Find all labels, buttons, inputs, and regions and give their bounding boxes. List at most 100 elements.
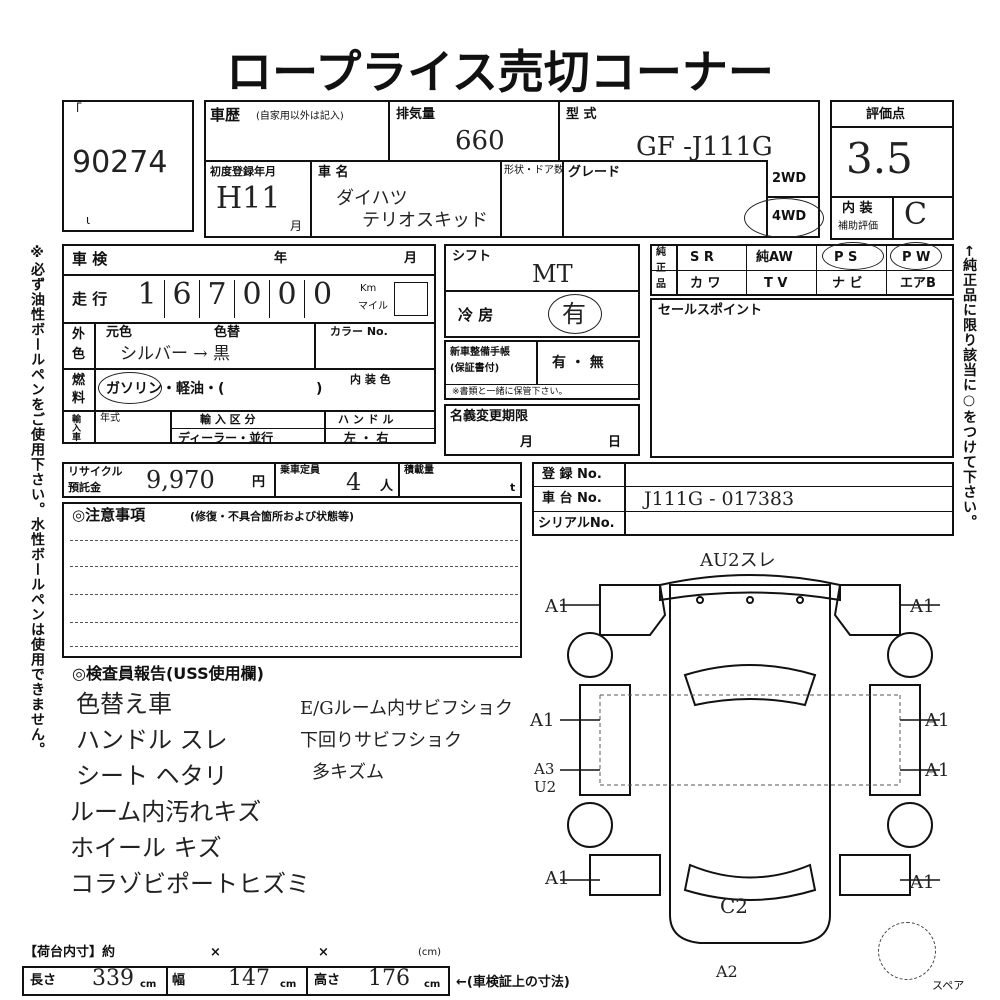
capacity-label: 乗車定員 (280, 465, 320, 476)
cargo-x2: × (318, 945, 329, 960)
import-type-value: ディーラー・並行 (178, 431, 274, 445)
lot-number-box (62, 100, 194, 232)
equipment-side-3: 品 (656, 279, 666, 290)
inspector-note-6: コラゾビポートヒズミ (70, 870, 310, 898)
aircon-circle (548, 294, 602, 334)
mileage-unit-mile: マイル (358, 301, 388, 312)
spare-label: スペア (932, 979, 965, 992)
inspection-label: 車 検 (72, 250, 108, 268)
vehicle-info-block (204, 100, 820, 238)
lot-corner-mark: 「 (68, 103, 82, 119)
ps-circle (822, 242, 884, 270)
cargo-header: 【荷台内寸】約 (24, 945, 116, 960)
width-value: 147 (228, 966, 270, 991)
caution-box (62, 502, 522, 658)
width-unit: cm (280, 979, 297, 990)
maintenance-label-1: 新車整備手帳 (450, 347, 510, 358)
car-name-line2: テリオスキッド (362, 210, 488, 231)
history-note: (自家用以外は記入) (256, 111, 344, 122)
inspector-note-1: 色替え車 (76, 690, 172, 718)
sales-point-label: セールスポイント (658, 303, 763, 318)
lot-number: 90274 (72, 145, 168, 180)
inspection-year: 年 (274, 251, 288, 266)
inspection-month: 月 (404, 251, 418, 266)
maintenance-value: 有 ・ 無 (552, 355, 604, 371)
capacity-value: 4 (346, 468, 362, 496)
equipment-airbag: エアB (900, 276, 936, 291)
aircon-label: 冷 房 (458, 306, 494, 324)
length-unit: cm (140, 979, 157, 990)
damage-rear: C2 (720, 894, 749, 918)
dimensions-note: ←(車検証上の寸法) (456, 975, 570, 990)
maintenance-block (444, 340, 640, 400)
left-vertical-note: ※必ず油性ボールペンをご使用下さい。水性ボールペンは使用できません。 (29, 245, 45, 757)
color-value: シルバー → 黒 (120, 344, 231, 364)
height-unit: cm (424, 979, 441, 990)
equipment-aw: 純AW (756, 250, 793, 265)
name-change-label: 名義変更期限 (450, 409, 529, 424)
load-label: 積載量 (404, 465, 434, 476)
shift-label: シフト (452, 249, 492, 264)
inspector-note-2: ハンドル スレ (76, 726, 228, 754)
damage-bottom-right: A1 (910, 872, 935, 893)
height-label: 高さ (314, 973, 341, 988)
car-name-label: 車 名 (318, 165, 349, 180)
dimensions-box (22, 966, 450, 996)
equipment-side-2: 正 (656, 263, 666, 274)
damage-bottom: A2 (716, 962, 738, 981)
equipment-navi: ナ ビ (832, 276, 863, 291)
length-label: 長さ (30, 973, 57, 988)
model-label: 型 式 (566, 107, 597, 122)
model-value: GF -J111G (636, 132, 773, 162)
damage-rear-left-2: U2 (534, 778, 557, 796)
caution-label: ◎注意事項 (72, 506, 146, 524)
length-value: 339 (92, 966, 134, 991)
load-unit: t (510, 481, 516, 494)
cargo-x1: × (210, 945, 221, 960)
capacity-unit: 人 (380, 479, 394, 494)
recycle-unit: 円 (252, 475, 266, 490)
right-vertical-note: ←純正品に限り該当に○をつけて下さい。 (961, 245, 977, 530)
car-name-line1: ダイハツ (336, 188, 408, 209)
inspector-note-3: シート ヘタリ (76, 762, 228, 790)
inspection-block (62, 244, 436, 444)
height-value: 176 (368, 966, 410, 991)
pw-circle (890, 242, 942, 270)
damage-rear-left-1: A3 (534, 760, 555, 778)
handle-value: 左 ・ 右 (344, 431, 389, 445)
damage-bottom-left: A1 (545, 868, 570, 889)
drive-4wd-circle (744, 198, 824, 238)
body-doors-label: 形状・ドア数 (504, 165, 564, 176)
inspector-note-9: 多キズム (312, 762, 384, 783)
lot-bottom-mark: ι (86, 213, 91, 227)
registration-block (532, 462, 954, 536)
color-original-label: 元色 (106, 325, 133, 340)
inspector-note-8: 下回りサビフショク (300, 730, 462, 751)
damage-mid-right: A1 (925, 710, 950, 731)
equipment-tv: T V (764, 276, 788, 291)
first-registration-month: 月 (290, 219, 303, 233)
color-label-b: 色 (72, 347, 86, 362)
mileage-label: 走 行 (72, 290, 108, 308)
first-registration-label: 初度登録年月 (210, 165, 276, 178)
inspector-note-5: ホイール キズ (70, 834, 222, 862)
caution-note: (修復・不具合箇所および状態等) (190, 510, 355, 523)
inspector-note-4: ルーム内汚れキズ (70, 798, 262, 826)
damage-front-left: A1 (545, 596, 570, 617)
chassis-no-label: 車 台 No. (542, 491, 602, 506)
color-label-a: 外 (72, 327, 86, 342)
interior-color-label: 内 装 色 (350, 373, 391, 386)
handle-label: ハ ン ド ル (338, 413, 394, 426)
chassis-no-value: J111G - 017383 (644, 488, 795, 510)
width-label: 幅 (172, 973, 186, 988)
inspector-label: ◎検査員報告(USS使用欄) (72, 664, 264, 683)
name-change-block (444, 404, 640, 456)
damage-front-right: A1 (910, 596, 935, 617)
import-label: 輸入車 (70, 414, 80, 441)
maintenance-note: ※書類と一緒に保管下さい。 (452, 387, 568, 397)
serial-no-label: シリアルNo. (538, 516, 615, 531)
displacement-label: 排気量 (396, 107, 436, 122)
score-label: 評価点 (866, 107, 906, 122)
car-diagram (560, 574, 940, 944)
grade-label: グレード (568, 165, 621, 180)
